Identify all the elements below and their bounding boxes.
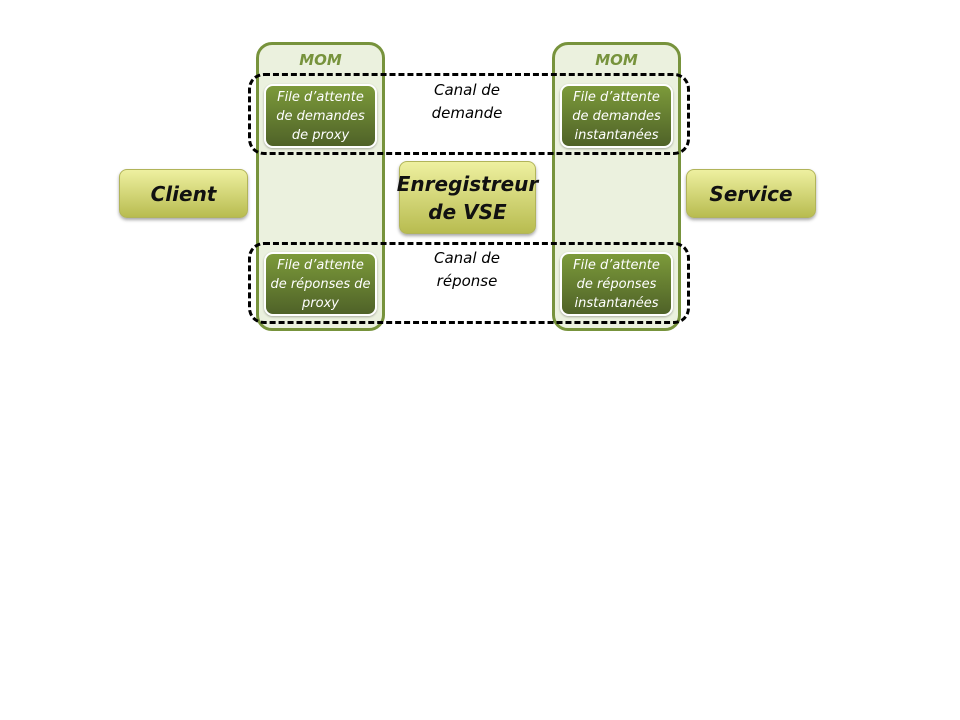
proxy-response-queue: File d’attente de réponses de proxy <box>264 252 377 316</box>
response-channel-label: Canal de réponse <box>433 249 501 290</box>
instant-response-queue: File d’attente de réponses instantanées <box>560 252 673 316</box>
request-channel-label: Canal de demande <box>431 81 503 122</box>
client-box: Client <box>119 169 248 218</box>
right-mom-title: MOM <box>595 51 638 69</box>
vse-registry-box: Enregistreur de VSE <box>397 161 538 234</box>
request-channel <box>248 73 690 155</box>
service-box: Service <box>686 169 816 218</box>
proxy-request-queue: File d’attente de demandes de proxy <box>264 84 377 148</box>
instant-request-queue: File d’attente de demandes instantanées <box>560 84 673 148</box>
response-channel <box>248 242 690 324</box>
left-mom-title: MOM <box>299 51 342 69</box>
